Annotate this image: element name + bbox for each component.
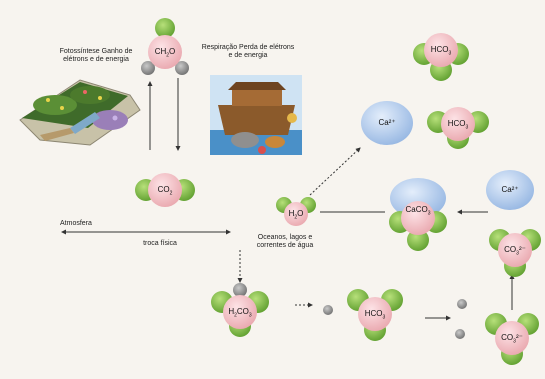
label-troca-fisica: troca física (143, 240, 177, 247)
formula-caco3: CaCO3 (405, 205, 431, 217)
calcium-ion-top (361, 101, 413, 145)
ch2o-molecule (141, 18, 189, 75)
formula-hco3-mid: HCO3 (447, 119, 469, 131)
label-respiracao: Respiração Perda de elétrons e de energi… (201, 44, 295, 59)
h2co3-molecule (211, 283, 269, 337)
label-calcium-ion-top: Ca²⁺ (378, 118, 396, 127)
grey-atom-dot (457, 299, 467, 309)
formula-hco3-top: HCO3 (430, 45, 452, 57)
hco3-molecule-mid (427, 107, 489, 149)
arrows (61, 78, 515, 321)
label-atmosfera: Atmosfera (60, 220, 92, 227)
formula-h2o: H2O (288, 209, 304, 221)
formula-ch2o: CH2O (154, 47, 176, 59)
grey-atom-dot (323, 305, 333, 315)
calcium-ion-right (486, 170, 534, 210)
ark-animals-illustration (210, 75, 302, 155)
formula-hco3-bottom: HCO3 (364, 309, 386, 321)
co2-molecule (135, 173, 195, 207)
formula-co3-bottom: CO3²⁻ (501, 333, 523, 345)
formula-co2: CO2 (157, 185, 173, 197)
hco3-molecule-bottom (347, 289, 403, 341)
plant-garden-illustration (19, 79, 141, 146)
label-calcium-ion-right: Ca²⁺ (501, 185, 519, 194)
label-fotossintese: Fotossíntese Ganho de elétrons e de ener… (59, 48, 133, 63)
co3-molecule-bottom (485, 313, 539, 365)
caco3-molecule (389, 178, 447, 251)
formula-co3-right: CO3²⁻ (504, 245, 526, 257)
grey-atom-dot (455, 329, 465, 339)
h2o-molecule (276, 197, 316, 226)
formula-h2co3: H2CO3 (228, 307, 252, 319)
co3-molecule-right (489, 229, 541, 277)
hco3-molecule-top (413, 33, 469, 81)
label-oceanos: Oceanos, lagos e correntes de água (256, 234, 314, 249)
